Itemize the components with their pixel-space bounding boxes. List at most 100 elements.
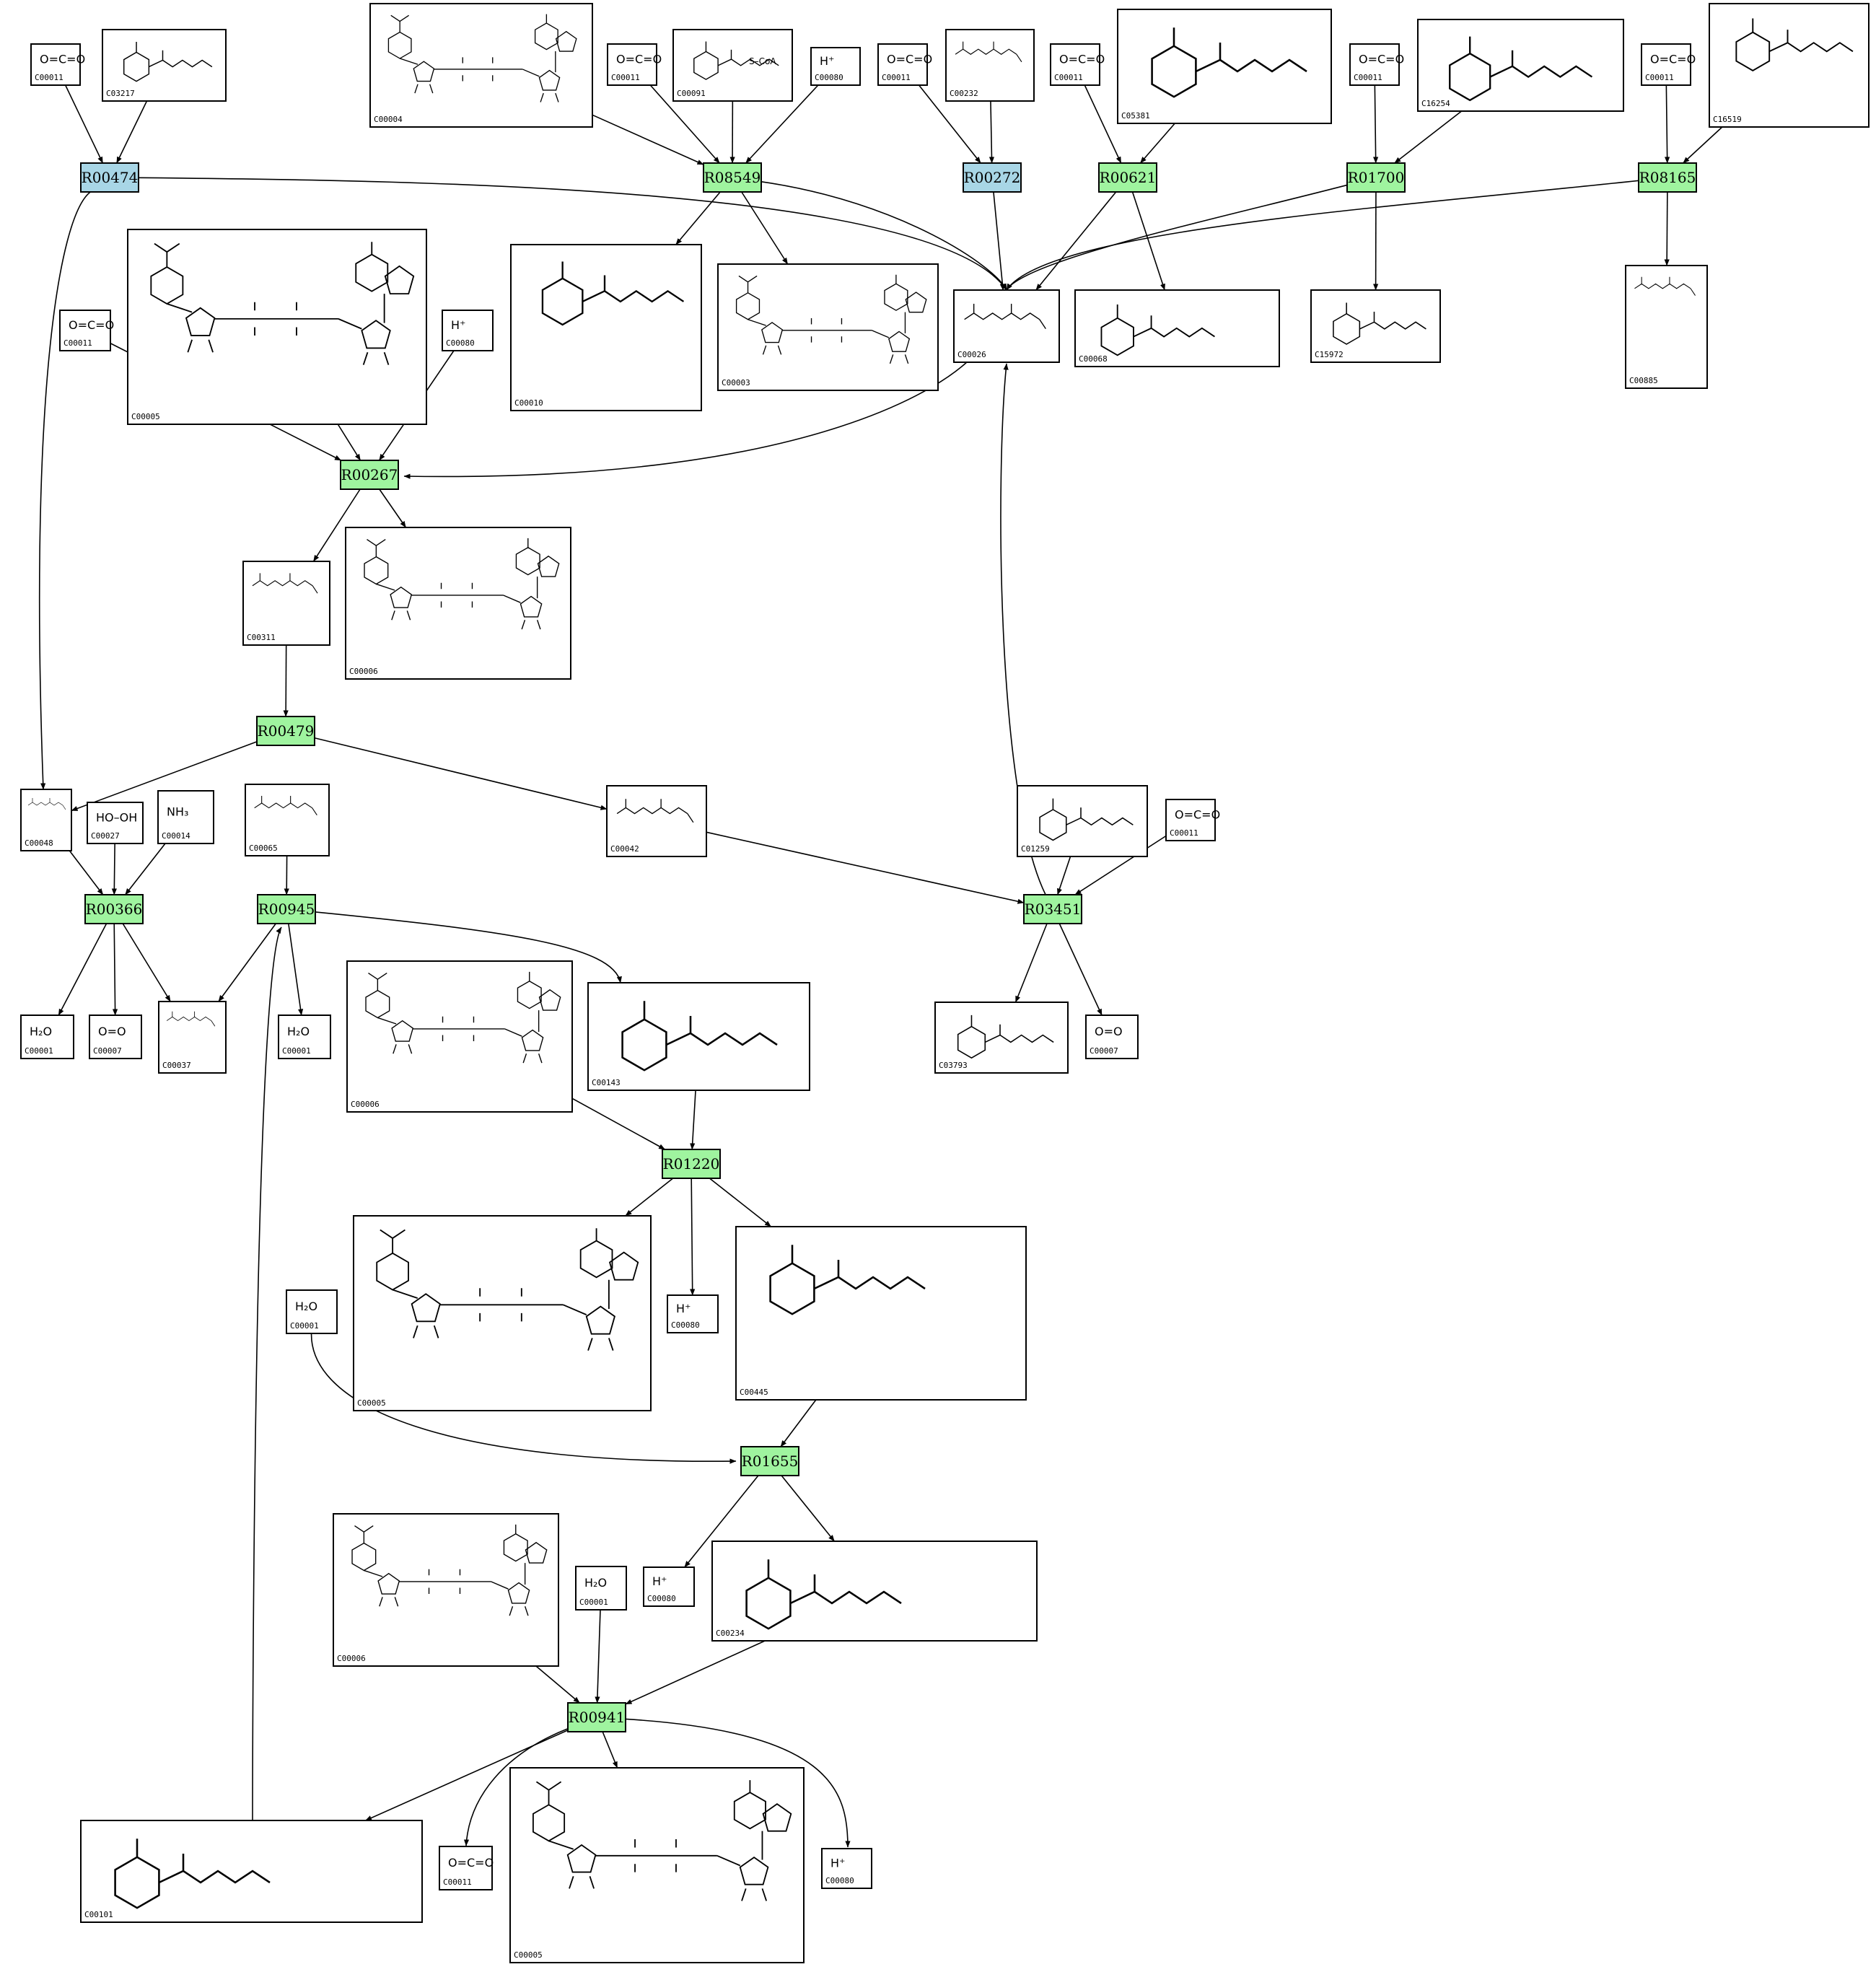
reaction-box[interactable] [256,716,315,746]
compound-c00080[interactable]: H⁺C00080 [442,310,494,351]
compound-box[interactable] [242,561,330,646]
compound-box[interactable] [345,527,571,680]
compound-c00005[interactable]: C00005 [127,229,427,425]
compound-c00042[interactable]: C00042 [606,785,707,857]
reaction-box[interactable] [662,1149,721,1179]
reaction-r00267[interactable]: R00267 [340,460,399,490]
compound-box[interactable] [509,1767,805,1963]
reaction-r01655[interactable]: R01655 [740,1446,799,1476]
compound-c00005[interactable]: C00005 [509,1767,805,1963]
compound-box[interactable] [158,1001,227,1074]
compound-c16254[interactable]: C16254 [1417,19,1624,112]
compound-box[interactable] [442,310,494,351]
compound-c00143[interactable]: C00143 [587,982,810,1091]
compound-c03793[interactable]: C03793 [934,1002,1069,1074]
compound-box[interactable] [1349,43,1400,86]
compound-box[interactable] [607,43,657,86]
compound-box[interactable] [245,784,330,856]
reaction-box[interactable] [340,460,399,490]
compound-box[interactable] [1017,785,1148,857]
reaction-box[interactable] [1098,162,1157,193]
compound-box[interactable] [606,785,707,857]
compound-c00311[interactable]: C00311 [242,561,330,646]
compound-box[interactable] [59,310,111,351]
compound-box[interactable] [157,790,214,844]
compound-c00101[interactable]: C00101 [80,1820,423,1923]
reaction-r00366[interactable]: R00366 [84,894,144,924]
compound-box[interactable] [30,43,81,86]
compound-box[interactable] [333,1513,559,1667]
reaction-box[interactable] [1346,162,1406,193]
compound-box[interactable] [672,29,793,102]
compound-c00026[interactable]: C00026 [953,289,1060,363]
compound-c00006[interactable]: C00006 [345,527,571,680]
compound-c03217[interactable]: C03217 [102,29,227,102]
compound-c00080[interactable]: H⁺C00080 [821,1848,872,1889]
compound-box[interactable] [510,244,702,411]
compound-box[interactable] [810,47,861,86]
compound-c00234[interactable]: C00234 [711,1541,1038,1642]
compound-box[interactable] [353,1215,652,1411]
compound-box[interactable] [1641,43,1691,86]
compound-c00006[interactable]: C00006 [333,1513,559,1667]
compound-c01259[interactable]: C01259 [1017,785,1148,857]
compound-box[interactable] [127,229,427,425]
reaction-r01220[interactable]: R01220 [662,1149,721,1179]
compound-c00005[interactable]: C00005 [353,1215,652,1411]
compound-c00080[interactable]: H⁺C00080 [667,1294,719,1333]
reaction-r08549[interactable]: R08549 [703,162,762,193]
compound-box[interactable] [575,1566,627,1611]
compound-box[interactable] [717,263,939,391]
compound-box[interactable] [87,802,144,844]
compound-box[interactable] [953,289,1060,363]
compound-c00003[interactable]: C00003 [717,263,939,391]
compound-c00004[interactable]: C00004 [369,3,593,128]
compound-box[interactable] [1709,3,1870,128]
reaction-box[interactable] [257,894,316,924]
compound-box[interactable] [945,29,1035,102]
compound-box[interactable] [821,1848,872,1889]
compound-c00065[interactable]: C00065 [245,784,330,856]
reaction-r03451[interactable]: R03451 [1023,894,1082,924]
compound-box[interactable] [1085,1015,1139,1059]
reaction-box[interactable] [1638,162,1697,193]
compound-box[interactable] [346,960,573,1113]
compound-c00080[interactable]: H⁺C00080 [810,47,861,86]
compound-box[interactable] [1625,265,1708,389]
compound-c00048[interactable]: C00048 [20,789,72,851]
compound-c00037[interactable]: C00037 [158,1001,227,1074]
reaction-r00621[interactable]: R00621 [1098,162,1157,193]
compound-c00006[interactable]: C00006 [346,960,573,1113]
compound-c00080[interactable]: H⁺C00080 [643,1566,695,1607]
reaction-r00474[interactable]: R00474 [80,162,139,193]
reaction-r01700[interactable]: R01700 [1346,162,1406,193]
compound-c00232[interactable]: C00232 [945,29,1035,102]
compound-box[interactable] [1117,9,1332,124]
compound-c00885[interactable]: C00885 [1625,265,1708,389]
reaction-box[interactable] [1023,894,1082,924]
compound-box[interactable] [439,1846,493,1890]
reaction-box[interactable] [567,1702,626,1732]
compound-box[interactable] [278,1015,331,1059]
compound-c00068[interactable]: C00068 [1074,289,1280,367]
compound-c00010[interactable]: C00010 [510,244,702,411]
compound-c00445[interactable]: C00445 [735,1226,1027,1401]
compound-box[interactable] [102,29,227,102]
compound-c16519[interactable]: C16519 [1709,3,1870,128]
compound-box[interactable] [735,1226,1027,1401]
reaction-r00272[interactable]: R00272 [963,162,1022,193]
